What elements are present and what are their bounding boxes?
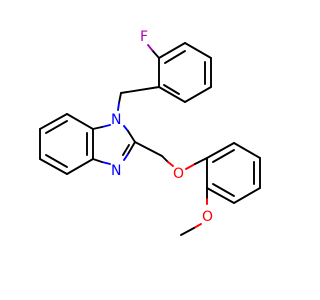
c2-ch2-bond bbox=[134, 141, 163, 157]
c2-n3-bond bbox=[127, 141, 136, 155]
ether-oxygen-atom-label: O bbox=[173, 166, 184, 182]
o-methyl-bond bbox=[180, 227, 195, 236]
n1-c2-bond-n-half bbox=[123, 125, 129, 132]
methoxyphenyl-ring bbox=[206, 142, 261, 204]
c2-n3-bond-n-half bbox=[123, 153, 129, 161]
methoxy-oxygen-atom-label: O bbox=[202, 209, 213, 225]
n1-c7a-bond bbox=[92, 126, 103, 130]
n3-c3a-bond-n-half bbox=[101, 161, 111, 165]
ring-ch2-bond bbox=[120, 86, 160, 94]
n1-atom-label: N bbox=[111, 112, 121, 128]
ch2-o-bond-o-half bbox=[167, 161, 174, 167]
ch2-o-bond bbox=[161, 155, 169, 163]
c2-n3-double-bond bbox=[122, 144, 130, 156]
ch2-n1-bond bbox=[118, 92, 122, 104]
n1-c7a-bond-n-half bbox=[101, 124, 111, 128]
n3-c3a-bond bbox=[92, 158, 103, 163]
c-f-bond bbox=[151, 49, 160, 59]
benzo-ring bbox=[39, 113, 94, 175]
o-methyl-bond-o-half bbox=[193, 223, 202, 229]
o-aryl-bond bbox=[194, 157, 208, 165]
fluorophenyl-ring bbox=[158, 42, 212, 103]
fluorine-atom-label: F bbox=[140, 29, 148, 45]
n3-atom-label: N bbox=[111, 163, 121, 179]
o-aryl-bond-o-half bbox=[185, 163, 196, 170]
molecule-structure-diagram: F N N O bbox=[39, 29, 261, 236]
c-f-bond-f-half bbox=[147, 44, 153, 51]
n1-c2-bond bbox=[127, 130, 136, 143]
ch2-n1-bond-n-half bbox=[117, 102, 120, 111]
